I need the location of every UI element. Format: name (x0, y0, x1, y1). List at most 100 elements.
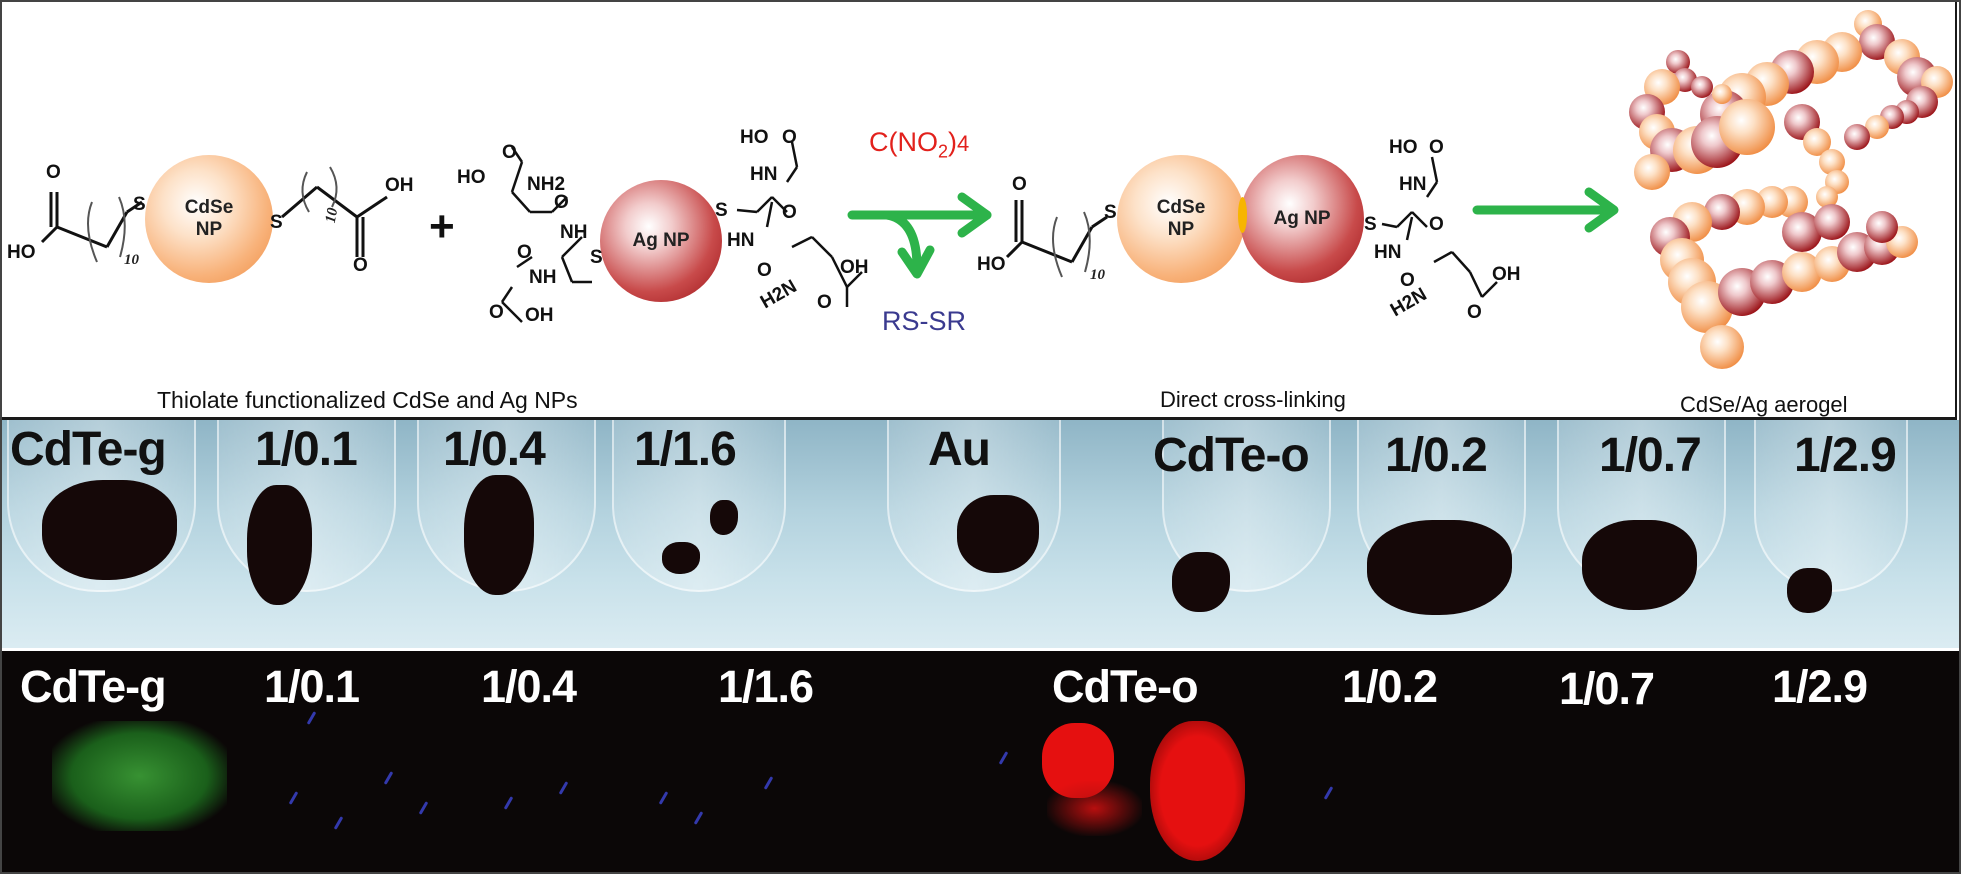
atom-ho: HO (977, 254, 1006, 275)
atom-hn: HN (727, 230, 755, 251)
powder-sample (1367, 520, 1512, 615)
atom-s: S (1364, 214, 1377, 235)
atom-o: O (1012, 174, 1027, 195)
atom-o: O (1467, 302, 1482, 323)
atom-ho: HO (7, 242, 36, 263)
reaction-scheme-panel: CdSe NP O HO S S OH O 10 10 + Ag NP HO O… (0, 0, 1957, 420)
atom-hn: HN (750, 164, 778, 185)
powder-sample (247, 485, 312, 605)
product-cdse-line1: CdSe (1156, 197, 1206, 218)
sample-label: Au (928, 423, 991, 476)
repeat-index: 10 (1090, 267, 1105, 283)
atom-o: O (1429, 214, 1444, 235)
atom-o: O (1429, 137, 1444, 158)
atom-o: O (353, 255, 368, 276)
atom-oh: OH (385, 175, 414, 196)
atom-s: S (1104, 202, 1117, 223)
atom-o: O (817, 292, 832, 313)
product-cdse-line2: NP (1167, 219, 1195, 240)
atom-nh: NH (560, 222, 588, 243)
sample-label: 1/0.4 (443, 423, 546, 476)
sample-label: 1/0.7 (1599, 429, 1702, 482)
uv-sample-label: 1/0.4 (481, 661, 577, 712)
powder-sample (1172, 552, 1230, 612)
cdse-label-line2: NP (195, 219, 223, 240)
uv-sample-label: CdTe-g (20, 661, 167, 712)
blue-reflection (763, 776, 774, 790)
powder-sample (1582, 520, 1697, 610)
uv-sample-label: 1/0.1 (264, 661, 360, 712)
atom-o: O (1400, 270, 1415, 291)
atom-nh2: NH2 (527, 174, 566, 195)
sample-label: 1/1.6 (634, 423, 737, 476)
atom-o: O (757, 260, 772, 281)
blue-reflection (658, 791, 669, 805)
uv-sample-label: 1/2.9 (1772, 661, 1868, 712)
blue-reflection (998, 751, 1009, 765)
atom-o: O (489, 302, 504, 323)
reagent-close: ) (948, 127, 958, 157)
vial (612, 420, 786, 592)
caption-aerogel: CdSe/Ag aerogel (1680, 392, 1848, 417)
sample-label: CdTe-g (10, 423, 167, 476)
aerogel-network-illustration (1629, 10, 1953, 369)
powder-sample (1787, 568, 1832, 613)
reagent-tetranitromethane: C(NO2)4 (869, 127, 969, 162)
red-emission-scatter (1047, 781, 1142, 836)
uv-sample-label: CdTe-o (1052, 661, 1199, 712)
product-cdse-nanoparticle: CdSe NP (1117, 155, 1245, 283)
scheme-bonds (40, 141, 1619, 323)
sample-label: CdTe-o (1153, 429, 1310, 482)
atom-o: O (502, 142, 517, 163)
atom-s: S (270, 212, 283, 233)
sample-label: 1/0.1 (255, 423, 358, 476)
atom-ho: HO (740, 127, 769, 148)
blue-reflection (418, 801, 429, 815)
powder-sample (957, 495, 1039, 573)
green-emission (52, 721, 227, 831)
vial (1754, 420, 1908, 592)
powder-sample (464, 475, 534, 595)
caption-reactants: Thiolate functionalized CdSe and Ag NPs (157, 387, 578, 413)
powder-sample (710, 500, 738, 535)
repeat-index: 10 (124, 252, 139, 268)
atom-nh: NH (529, 267, 557, 288)
atom-o: O (782, 202, 797, 223)
blue-reflection (1323, 786, 1334, 800)
caption-cross-linking: Direct cross-linking (1160, 387, 1346, 412)
daylight-vials-photo: CdTe-g 1/0.1 1/0.4 1/1.6 Au CdTe-o 1/0.2… (2, 420, 1959, 651)
blue-reflection (383, 771, 394, 785)
uv-sample-label: 1/1.6 (718, 661, 814, 712)
atom-o: O (782, 127, 797, 148)
blue-reflection (558, 781, 569, 795)
blue-reflection (288, 791, 299, 805)
product-ag-label: Ag NP (1273, 208, 1331, 229)
sample-label: 1/2.9 (1794, 429, 1897, 482)
red-emission (1150, 721, 1245, 861)
uv-sample-label: 1/0.7 (1559, 663, 1655, 714)
powder-sample (42, 480, 177, 580)
atom-ho: HO (457, 167, 486, 188)
atom-hn: HN (1374, 242, 1402, 263)
blue-reflection (693, 811, 704, 825)
atom-o: O (46, 162, 61, 183)
atom-hn: HN (1399, 174, 1427, 195)
ag-label: Ag NP (632, 230, 690, 251)
plus-sign: + (429, 202, 455, 251)
atom-s: S (715, 200, 728, 221)
atom-s: S (133, 194, 146, 215)
blue-reflection (333, 816, 344, 830)
atom-oh: OH (1492, 264, 1521, 285)
cdse-label-line1: CdSe (184, 197, 234, 218)
reagent-sub: 2 (938, 141, 949, 162)
blue-reflection (306, 711, 317, 725)
uv-illumination-photo: CdTe-g 1/0.1 1/0.4 1/1.6 CdTe-o 1/0.2 1/… (2, 651, 1959, 872)
byproduct-disulfide: RS-SR (882, 306, 967, 336)
cdse-nanoparticle: CdSe NP (145, 155, 273, 283)
reagent-sub2: 4 (957, 131, 970, 156)
atom-oh: OH (525, 305, 554, 326)
product-ag-nanoparticle: Ag NP (1240, 155, 1364, 283)
blue-reflection (503, 796, 514, 810)
reagent-text: C(NO (869, 127, 938, 157)
uv-sample-label: 1/0.2 (1342, 661, 1438, 712)
